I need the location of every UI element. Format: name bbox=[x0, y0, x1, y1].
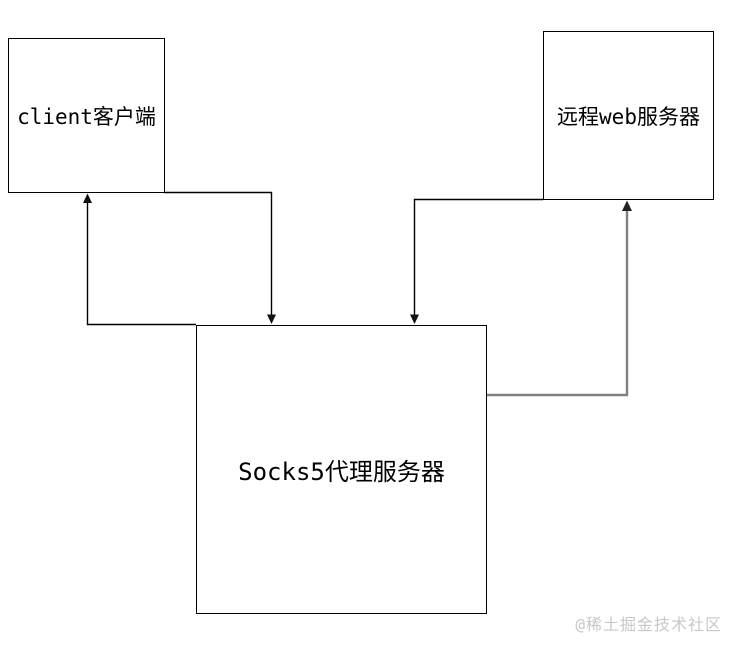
arrow-client-to-socks5 bbox=[164, 191, 276, 324]
arrow-socks5-to-remote bbox=[484, 200, 632, 397]
node-socks5-proxy-server: Socks5代理服务器 bbox=[196, 325, 487, 614]
node-client: client客户端 bbox=[8, 38, 165, 193]
arrow-remote-to-socks5 bbox=[410, 198, 543, 324]
node-client-label: client客户端 bbox=[17, 104, 156, 129]
arrow-socks5-to-client bbox=[83, 193, 196, 326]
node-remote-web-server: 远程web服务器 bbox=[543, 31, 714, 200]
node-remote-web-server-label: 远程web服务器 bbox=[557, 104, 700, 129]
node-socks5-proxy-server-label: Socks5代理服务器 bbox=[238, 458, 445, 486]
watermark-text: @稀土掘金技术社区 bbox=[575, 615, 722, 634]
